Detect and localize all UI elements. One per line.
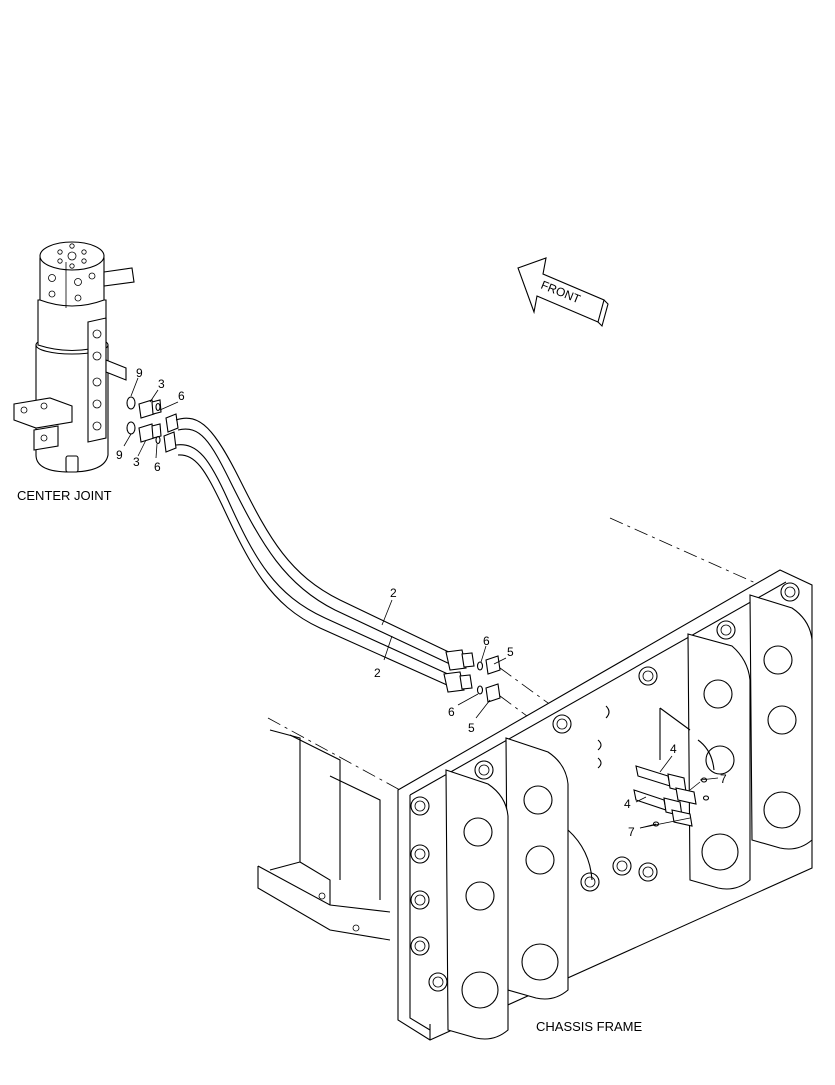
callout-4-lower: 4 bbox=[624, 797, 631, 811]
leader-lines bbox=[123, 377, 719, 829]
callout-3-lower: 3 bbox=[133, 455, 140, 469]
callout-3-upper: 3 bbox=[158, 377, 165, 391]
callouts: 9 3 6 9 3 6 2 2 6 5 6 5 4 4 7 7 bbox=[116, 366, 727, 839]
callout-6-lower: 6 bbox=[154, 460, 161, 474]
callout-2-lower: 2 bbox=[374, 666, 381, 680]
callout-7-upper: 7 bbox=[720, 772, 727, 786]
upper-fitting-set bbox=[126, 396, 179, 453]
callout-5-lower: 5 bbox=[468, 721, 475, 735]
callout-6-upper: 6 bbox=[178, 389, 185, 403]
callout-4-upper: 4 bbox=[670, 742, 677, 756]
hoses bbox=[175, 417, 475, 693]
frame-fittings bbox=[633, 765, 710, 827]
callout-5-upper: 5 bbox=[507, 645, 514, 659]
chassis-frame-label: CHASSIS FRAME bbox=[536, 1019, 643, 1034]
callout-7-lower: 7 bbox=[628, 825, 635, 839]
callout-6-chassis-upper: 6 bbox=[483, 634, 490, 648]
callout-2-upper: 2 bbox=[390, 586, 397, 600]
callout-6-chassis-lower: 6 bbox=[448, 705, 455, 719]
chassis-frame bbox=[257, 517, 813, 1041]
center-joint-label: CENTER JOINT bbox=[17, 488, 112, 503]
center-joint bbox=[13, 241, 135, 473]
callout-9-lower: 9 bbox=[116, 448, 123, 462]
callout-9-upper: 9 bbox=[136, 366, 143, 380]
front-arrow-icon: FRONT bbox=[517, 257, 609, 328]
